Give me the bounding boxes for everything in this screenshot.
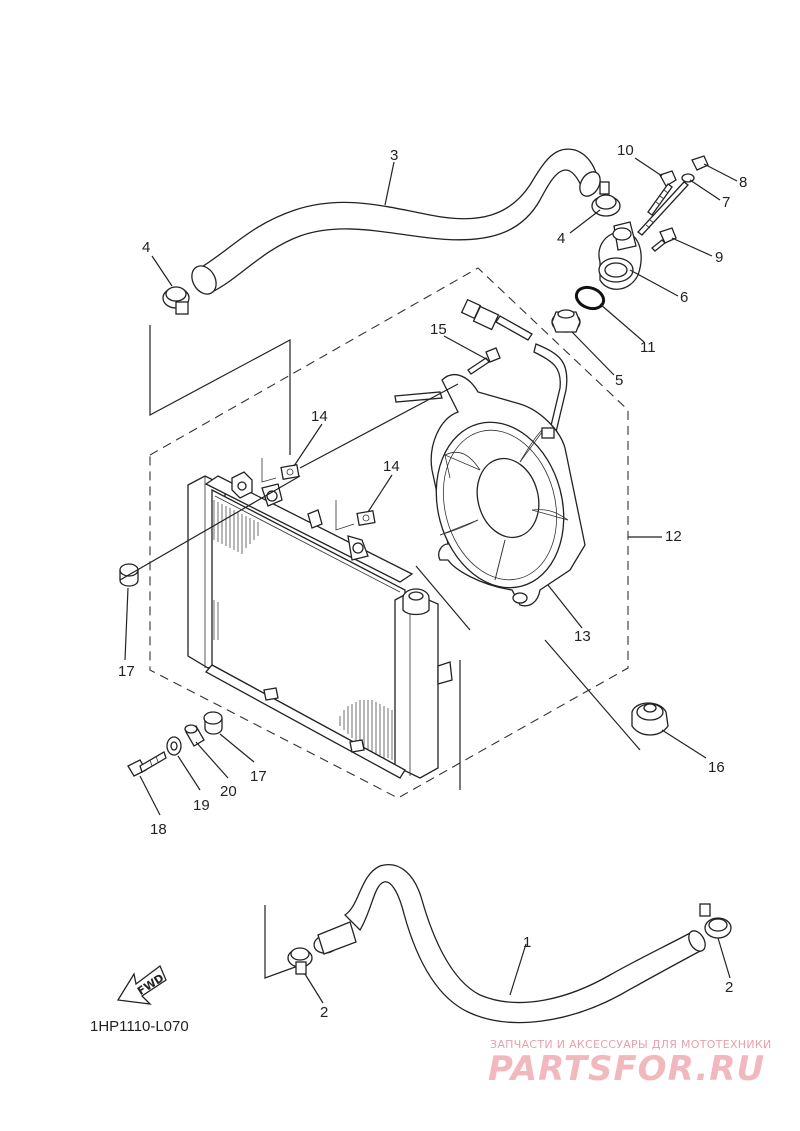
o-ring — [574, 285, 606, 311]
upper-radiator-hose — [191, 148, 601, 295]
callout-7: 7 — [722, 194, 730, 211]
callout-2-right: 2 — [725, 979, 733, 996]
callout-14-lower: 14 — [383, 458, 400, 475]
watermark-brand: PARTSFOR.RU — [488, 1049, 765, 1089]
callout-18: 18 — [150, 821, 167, 838]
bolt-8 — [691, 155, 709, 171]
lower-radiator-hose — [313, 864, 706, 1024]
leader-lines — [119, 157, 738, 1004]
radiator-cap — [631, 702, 669, 736]
bolt-9 — [651, 227, 677, 252]
thermostat — [551, 309, 581, 333]
hose-clamp-lower-left — [287, 947, 313, 975]
callout-12: 12 — [665, 528, 682, 545]
watermark-tagline: ЗАПЧАСТИ И АКСЕССУАРЫ ДЛЯ МОТОТЕХНИКИ — [490, 1038, 772, 1051]
diagram-code: 1HP1110-L070 — [90, 1018, 189, 1035]
forward-arrow-icon: FWD — [116, 964, 167, 1005]
callout-1: 1 — [523, 934, 531, 951]
bolt-15 — [467, 347, 501, 375]
callout-5: 5 — [615, 372, 623, 389]
callout-20: 20 — [220, 783, 237, 800]
callout-14-upper: 14 — [311, 408, 328, 425]
callout-15: 15 — [430, 321, 447, 338]
radiator — [187, 471, 453, 779]
fan-connector-and-wire — [394, 298, 568, 433]
callout-2-left: 2 — [320, 1004, 328, 1021]
callout-8: 8 — [739, 174, 747, 191]
bolt-18 — [127, 751, 167, 777]
radiator-fins-right — [339, 700, 393, 760]
thermostat-housing — [598, 221, 642, 290]
callout-17-bottom: 17 — [250, 768, 267, 785]
callout-4-upper-right: 4 — [557, 230, 565, 247]
collar — [184, 724, 205, 747]
callout-10: 10 — [617, 142, 634, 159]
radiator-fins-left — [213, 500, 259, 640]
bolt-10 — [647, 170, 677, 216]
washer — [166, 736, 182, 756]
callout-11: 11 — [640, 339, 656, 356]
callout-16: 16 — [708, 759, 725, 776]
grommet-left — [119, 563, 139, 587]
watermark: ЗАПЧАСТИ И АКСЕССУАРЫ ДЛЯ МОТОТЕХНИКИ PA… — [488, 1038, 772, 1089]
callout-19: 19 — [193, 797, 210, 814]
callout-13: 13 — [574, 628, 591, 645]
callout-6: 6 — [680, 289, 688, 306]
callouts: 3 4 10 8 7 4 9 6 11 5 15 14 14 12 13 17 … — [118, 142, 747, 1021]
callout-3: 3 — [390, 147, 398, 164]
hose-clamp-lower-right — [699, 903, 732, 939]
clip-nut-upper — [261, 458, 300, 483]
callout-9: 9 — [715, 249, 723, 266]
callout-17-left: 17 — [118, 663, 135, 680]
clip-nut-lower — [335, 500, 376, 531]
fan-shroud — [430, 374, 586, 607]
callout-4-upper-left: 4 — [142, 239, 150, 256]
assembly-boundary — [149, 267, 641, 979]
hose-clamp-upper-left — [162, 286, 190, 315]
grommet-bottom — [203, 711, 223, 735]
